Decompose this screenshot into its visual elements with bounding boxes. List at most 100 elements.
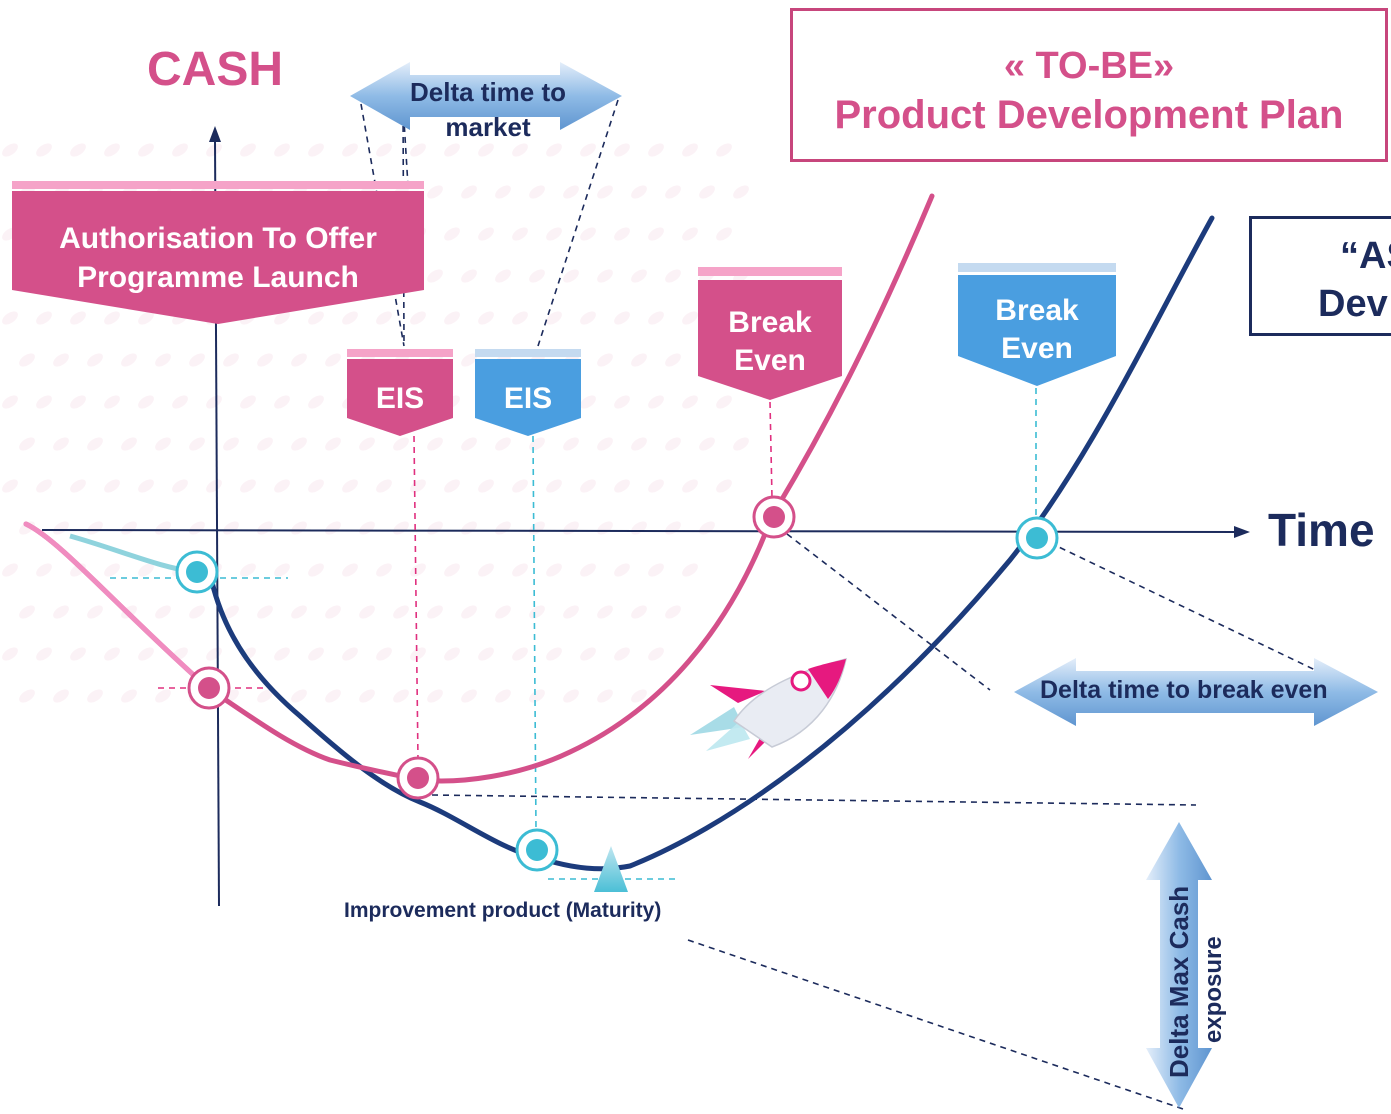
background-petal	[427, 689, 443, 703]
eis-blue-banner	[475, 359, 581, 436]
background-petal	[274, 647, 290, 661]
background-petal	[682, 143, 698, 157]
background-petal	[70, 395, 86, 409]
break-even-pink-label-line1: Break	[728, 306, 812, 339]
background-petal	[36, 311, 52, 325]
background-petal	[410, 563, 426, 577]
background-petal	[274, 395, 290, 409]
background-petal	[614, 143, 630, 157]
background-petal	[444, 311, 460, 325]
as-is-eis-marker-dot	[526, 839, 548, 861]
background-petal	[461, 689, 477, 703]
background-petal	[546, 647, 562, 661]
background-petal	[529, 437, 545, 451]
background-petal	[478, 227, 494, 241]
background-petal	[257, 437, 273, 451]
background-petal	[19, 605, 35, 619]
delta-max-cash-label: Delta Max Cash exposure	[1120, 873, 1240, 1083]
break-even-blue-cap	[958, 263, 1116, 272]
background-petal	[325, 353, 341, 367]
background-petal	[36, 395, 52, 409]
background-petal	[631, 437, 647, 451]
background-petal	[461, 437, 477, 451]
background-petal	[512, 227, 528, 241]
delta-time-to-market-line1: Delta time to	[409, 77, 567, 107]
milestone-markers	[175, 495, 1059, 892]
background-petal	[699, 437, 715, 451]
background-petal	[682, 227, 698, 241]
background-petal	[155, 437, 171, 451]
background-petal	[325, 689, 341, 703]
background-petal	[274, 143, 290, 157]
background-petal	[36, 563, 52, 577]
background-petal	[2, 311, 18, 325]
background-petal	[478, 143, 494, 157]
background-petal	[325, 437, 341, 451]
background-petal	[699, 185, 715, 199]
background-petal	[70, 311, 86, 325]
background-petal	[631, 269, 647, 283]
background-petal	[597, 269, 613, 283]
background-petal	[359, 521, 375, 535]
background-petal	[2, 143, 18, 157]
background-petal	[529, 185, 545, 199]
background-petal	[257, 605, 273, 619]
background-petal	[308, 143, 324, 157]
background-petal	[580, 395, 596, 409]
background-petal	[478, 479, 494, 493]
background-petal	[614, 647, 630, 661]
break-even-pink-cap	[698, 267, 842, 276]
background-petal	[478, 563, 494, 577]
background-petal	[478, 647, 494, 661]
background-petal	[155, 689, 171, 703]
background-petal	[19, 353, 35, 367]
background-petal	[529, 689, 545, 703]
background-petal	[512, 647, 528, 661]
background-petal	[580, 479, 596, 493]
background-petal	[716, 227, 732, 241]
background-petal	[308, 479, 324, 493]
background-petal	[682, 479, 698, 493]
background-petal	[461, 185, 477, 199]
background-petal	[308, 647, 324, 661]
background-petal	[393, 437, 409, 451]
background-petal	[614, 227, 630, 241]
ato-label-line1: Authorisation To Offer	[59, 222, 377, 255]
background-petal	[274, 311, 290, 325]
to-be-title-line1: « TO-BE»	[1003, 45, 1175, 87]
background-petal	[631, 605, 647, 619]
background-petal	[206, 647, 222, 661]
background-petal	[512, 563, 528, 577]
background-petal	[512, 479, 528, 493]
background-petal	[427, 269, 443, 283]
background-petal	[546, 479, 562, 493]
background-petal	[240, 143, 256, 157]
maturity-triangle-marker	[594, 846, 628, 892]
background-petal	[53, 605, 69, 619]
delta-time-to-break-even-arrow	[1014, 658, 1378, 726]
to-be-title-line2: Product Development Plan	[834, 93, 1344, 137]
background-petal	[138, 395, 154, 409]
background-petal	[87, 521, 103, 535]
background-petal	[19, 437, 35, 451]
as-is-title-line2: Dev	[1318, 283, 1388, 325]
ato-label-line2: Programme Launch	[77, 261, 359, 294]
background-petal	[53, 521, 69, 535]
background-petal	[546, 563, 562, 577]
eis-blue-cap	[475, 349, 581, 357]
background-petal	[223, 353, 239, 367]
background-petal	[121, 521, 137, 535]
background-petal	[274, 563, 290, 577]
background-petal	[546, 311, 562, 325]
background-petal	[444, 143, 460, 157]
background-petal	[172, 479, 188, 493]
break-even-blue-label-line2: Even	[1001, 332, 1073, 365]
background-petal	[325, 521, 341, 535]
background-petal	[665, 605, 681, 619]
background-petal	[512, 311, 528, 325]
background-petal	[682, 395, 698, 409]
background-petal	[53, 437, 69, 451]
background-petal	[410, 311, 426, 325]
background-petal	[410, 647, 426, 661]
delta-max-cash-line2: exposure	[1200, 936, 1227, 1043]
